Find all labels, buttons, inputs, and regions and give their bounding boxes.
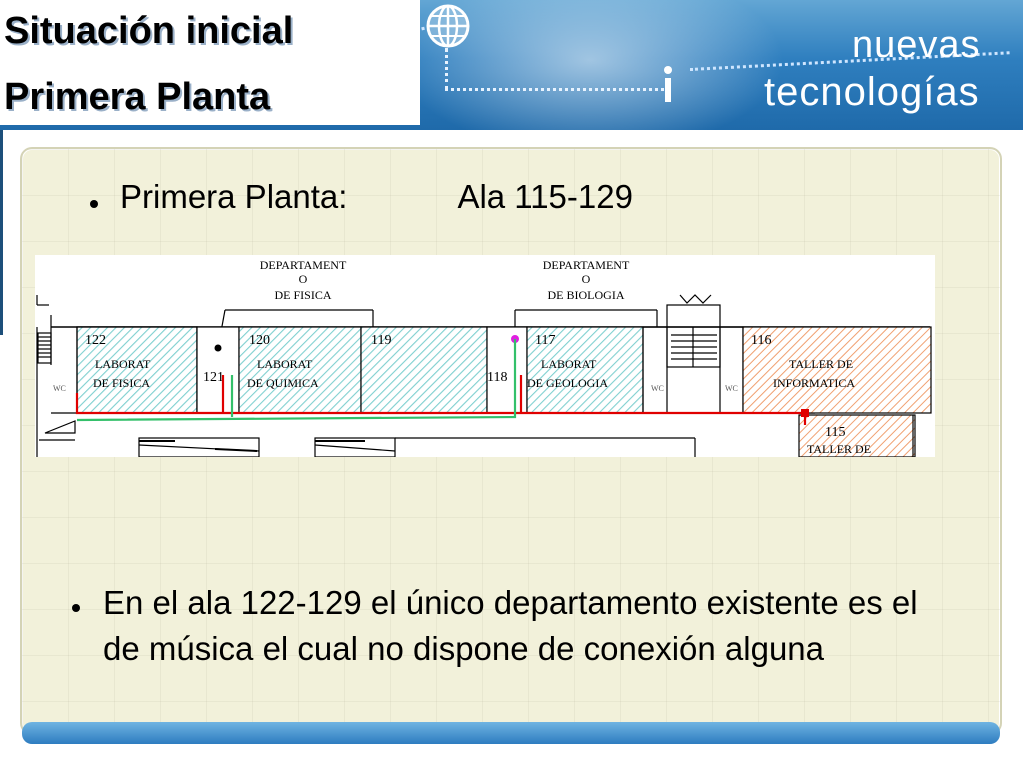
dotted-line (445, 48, 448, 90)
brand-line2: tecnologías (764, 70, 980, 114)
room-119 (360, 326, 488, 414)
svg-text:WC: WC (725, 384, 738, 393)
room-117-line1: LABORAT (541, 357, 597, 371)
room-122-line1: LABORAT (95, 357, 151, 371)
svg-text:WC: WC (651, 384, 664, 393)
room-119-number: 119 (371, 333, 391, 348)
dept-biologia-line2: O (582, 272, 591, 286)
room-116 (742, 326, 932, 414)
room-121-number: 121 (203, 370, 224, 385)
room-120 (238, 326, 362, 414)
room-117-line2: DE GEOLOGIA (527, 376, 608, 390)
dept-biologia-line3: DE BIOLOGIA (548, 288, 625, 302)
room-117-number: 117 (535, 333, 555, 348)
slide-subtitle: Primera Planta (4, 76, 271, 118)
room-122-line2: DE FISICA (93, 376, 150, 390)
wc-label: WC (53, 384, 66, 393)
bullet-first-value: Ala 115-129 (457, 178, 633, 215)
dept-fisica-line3: DE FISICA (274, 288, 331, 302)
room-118-number: 118 (487, 370, 507, 385)
dept-fisica-line2: O (299, 272, 308, 286)
globe-icon (426, 4, 470, 48)
header-shine (380, 0, 800, 130)
cable-green (76, 339, 517, 422)
bullet-first: Primera Planta: Ala 115-129 (120, 178, 633, 216)
bullet-dot (90, 200, 98, 208)
room-122-number: 122 (85, 333, 106, 348)
room-120-line2: DE QUIMICA (247, 376, 319, 390)
network-switch-marker (801, 409, 809, 417)
bullet-dot (72, 604, 80, 612)
room-115-line1: TALLER DE (807, 442, 871, 456)
brand-line1: nuevas (852, 24, 981, 66)
bullet-first-label: Primera Planta: (120, 178, 348, 215)
cable-red (75, 393, 805, 415)
room-116-line2: INFORMATICA (773, 376, 855, 390)
title-box: Situación inicial Primera Planta (0, 0, 420, 125)
slide-title: Situación inicial (4, 10, 294, 52)
dept-fisica-line1: DEPARTAMENT (260, 258, 347, 272)
room-116-number: 116 (751, 333, 771, 348)
room-120-line1: LABORAT (257, 357, 313, 371)
bottom-bar (22, 722, 1000, 744)
dept-biologia-line1: DEPARTAMENT (543, 258, 630, 272)
info-i-icon (664, 66, 672, 102)
room-116-line1: TALLER DE (789, 357, 853, 371)
bullet-second: En el ala 122-129 el único departamento … (103, 584, 918, 667)
room-115-number: 115 (825, 425, 845, 440)
room-118 (486, 326, 528, 414)
room-120-number: 120 (249, 333, 270, 348)
room-117 (526, 326, 644, 414)
room-115 (798, 414, 916, 457)
left-edge-stripe (0, 130, 3, 335)
floor-plan: DEPARTAMENT O DE FISICA DEPARTAMENT O DE… (35, 255, 935, 457)
dotted-line (445, 88, 670, 91)
